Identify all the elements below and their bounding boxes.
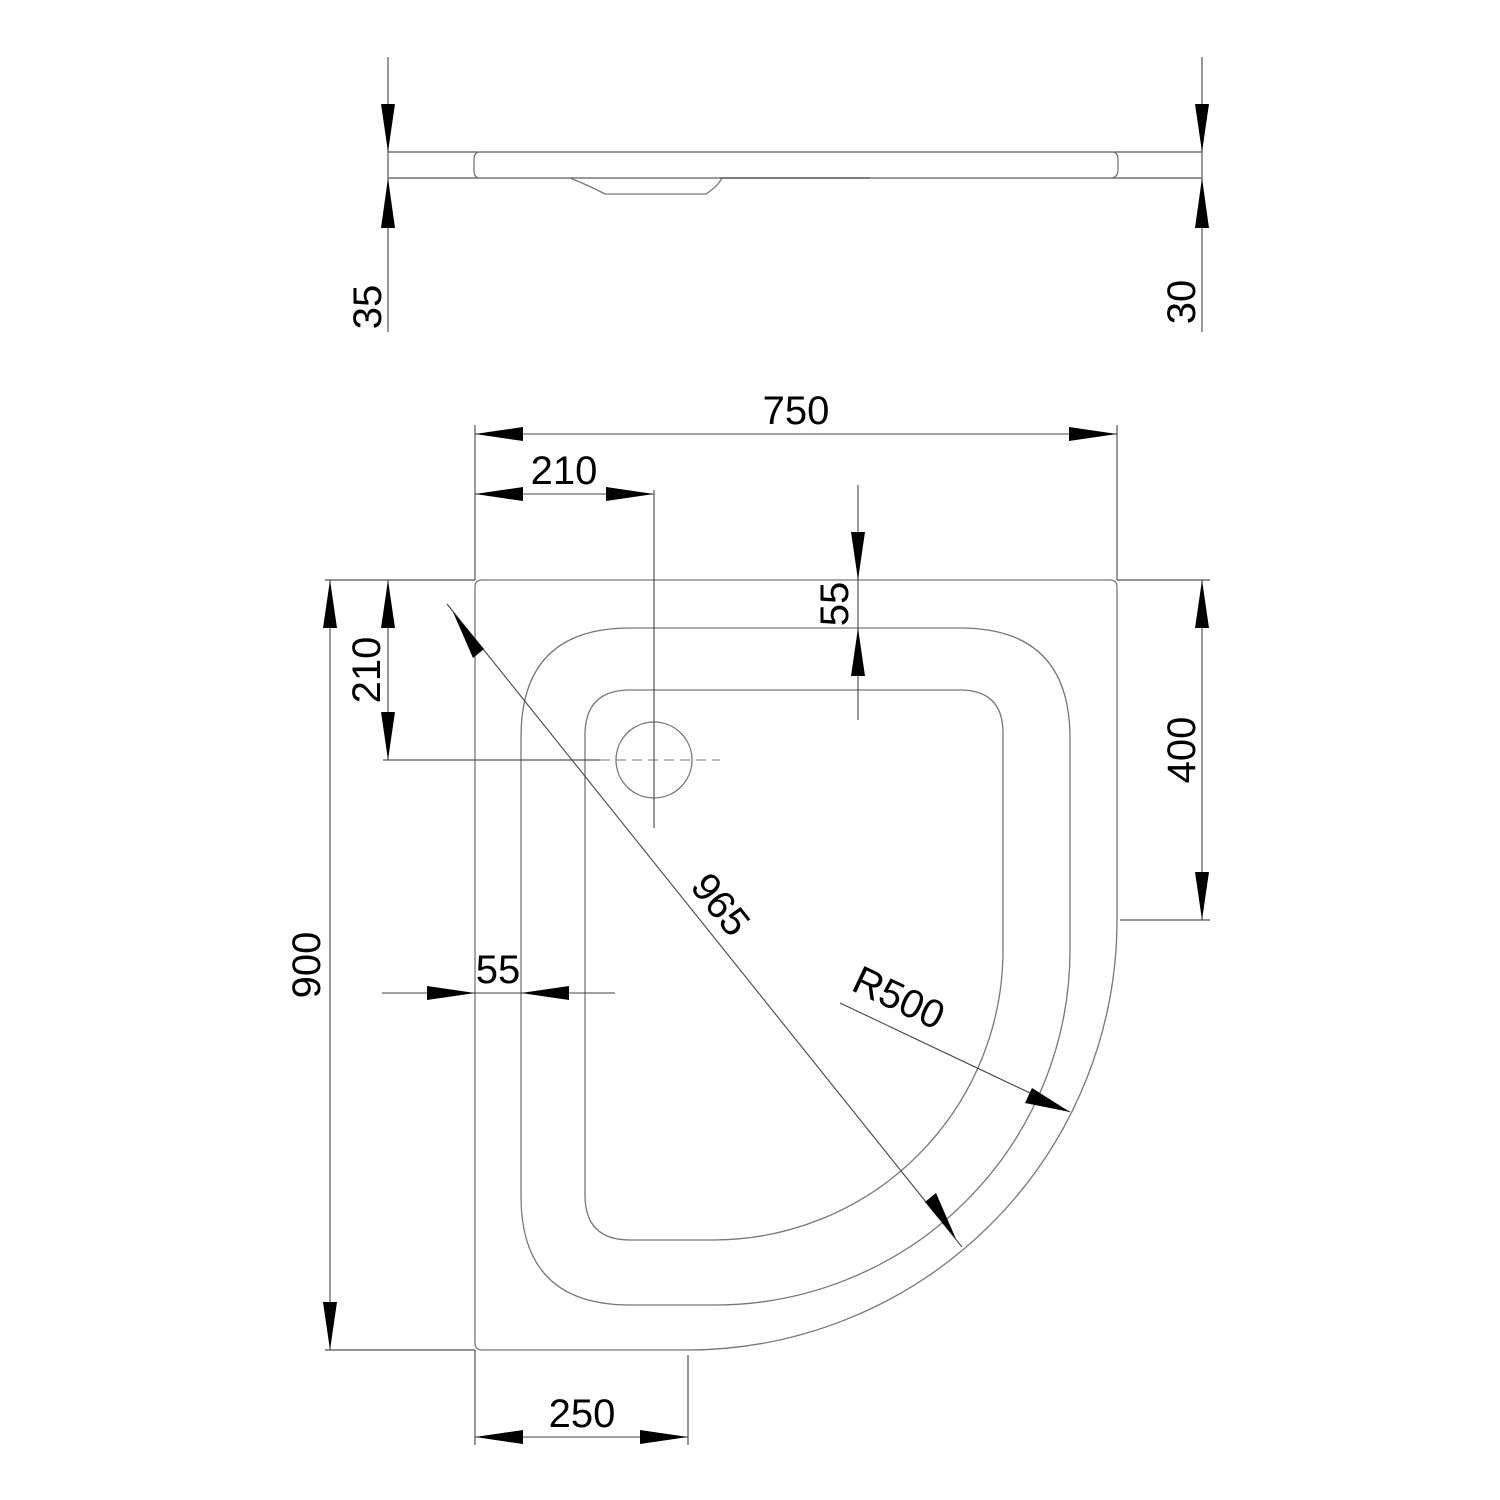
dim-210x-arrow-left <box>475 487 523 501</box>
dim-55-side-arrow-right <box>521 986 569 1000</box>
dim-r500-arrow <box>1025 1088 1070 1112</box>
dim-400-arrow-bottom <box>1195 872 1209 920</box>
dim-750-label: 750 <box>763 389 830 433</box>
dim-400-arrow-top <box>1195 580 1209 628</box>
rim-inner-edge <box>520 627 1071 1306</box>
dim-965-label: 965 <box>682 865 758 945</box>
dim-750-arrow-left <box>475 427 523 441</box>
drain-profile <box>569 177 723 195</box>
tray-outline <box>474 579 1118 1351</box>
dim-55-side-arrow-left <box>427 986 475 1000</box>
dim-r500-label: R500 <box>846 958 951 1039</box>
dim-55-top-arrow-up <box>851 628 865 676</box>
dim-250-arrow-right <box>640 1430 688 1444</box>
plan-view: 750 210 55 900 210 400 55 965 <box>285 389 1210 1445</box>
dim-210x-label: 210 <box>531 449 598 493</box>
dim-400-label: 400 <box>1160 717 1204 784</box>
dim-250-arrow-left <box>475 1430 523 1444</box>
dim-965-arrow-top <box>453 612 484 658</box>
dim-35-label: 35 <box>346 285 390 330</box>
dim-30-arrow-bottom <box>1195 178 1209 228</box>
dim-965-arrow-bottom <box>925 1193 956 1239</box>
basin-edge <box>584 689 1004 1241</box>
dim-210y-label: 210 <box>345 637 389 704</box>
dim-750-arrow-right <box>1069 427 1117 441</box>
dim-30-arrow-top <box>1195 104 1209 152</box>
dim-900-arrow-top <box>323 580 337 628</box>
dim-55-top-label: 55 <box>813 582 857 627</box>
dim-35-arrow-bottom <box>381 178 395 228</box>
dim-210y-arrow-bottom <box>381 712 395 760</box>
dim-900-arrow-bottom <box>323 1302 337 1350</box>
dim-35-arrow-top <box>381 104 395 152</box>
dim-55-side-label: 55 <box>476 948 521 992</box>
dim-210x-arrow-right <box>606 487 654 501</box>
dim-900-label: 900 <box>285 932 329 999</box>
dim-30-label: 30 <box>1160 280 1204 325</box>
dim-250-label: 250 <box>549 1392 616 1436</box>
side-view: 35 30 <box>346 57 1209 332</box>
dim-965-line <box>446 603 963 1248</box>
tray-side-profile <box>473 151 1119 179</box>
dim-210y-arrow-top <box>381 580 395 628</box>
dim-55-top-arrow-down <box>851 532 865 580</box>
